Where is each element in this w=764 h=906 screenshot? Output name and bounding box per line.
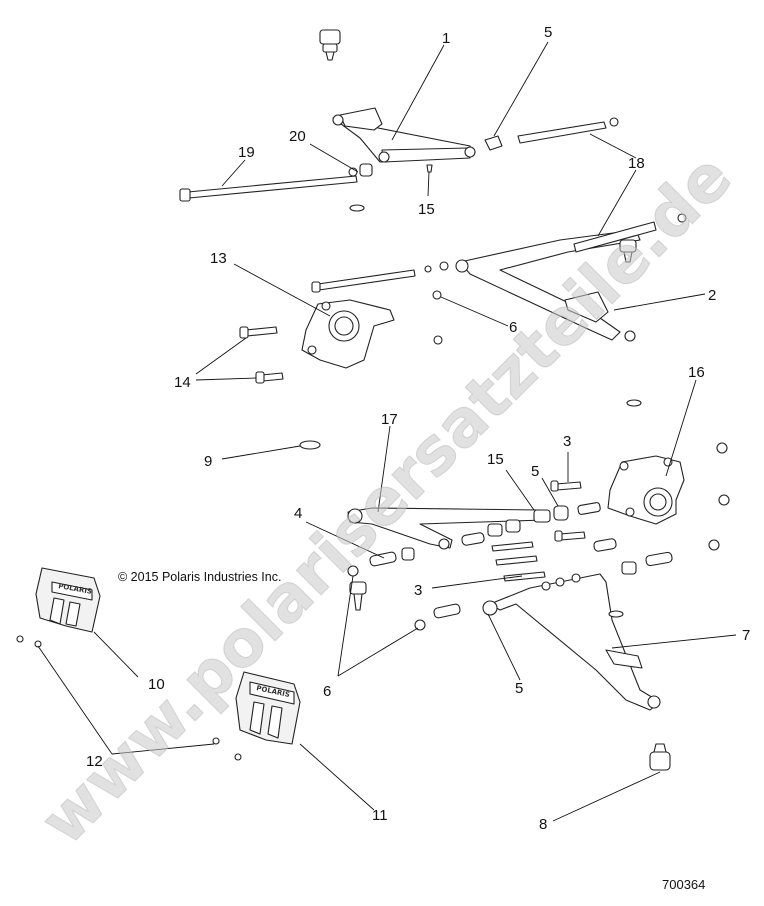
callout-3-upper: 3	[563, 433, 571, 450]
callout-19: 19	[238, 144, 255, 161]
callout-5-mid: 5	[531, 463, 539, 480]
nut-right-1	[716, 442, 728, 454]
callout-9: 9	[204, 453, 212, 470]
callout-10: 10	[148, 676, 165, 693]
callout-11: 11	[372, 807, 388, 824]
bushing-6-lower	[433, 603, 461, 619]
nut-right-3	[708, 539, 720, 551]
callout-18: 18	[628, 155, 645, 172]
ball-joint-top	[319, 29, 341, 61]
callout-15-mid: 15	[487, 451, 504, 468]
spacer-d	[533, 509, 551, 523]
callout-3-lower: 3	[414, 582, 422, 599]
steering-knuckle-16	[607, 455, 685, 525]
bolt-long-b	[495, 555, 538, 566]
a-arm-2	[455, 213, 687, 342]
callout-17: 17	[381, 411, 398, 428]
callout-7: 7	[742, 627, 750, 644]
pin-right-a	[593, 538, 617, 552]
callout-20: 20	[289, 128, 306, 145]
bushing-4b	[401, 547, 415, 561]
skid-plate-10	[35, 567, 101, 633]
nut-6-lower-left	[414, 619, 426, 631]
spacer-b	[487, 523, 503, 537]
bolt-long-c	[503, 571, 546, 582]
callout-6-lower: 6	[323, 683, 331, 700]
cotter-pin-top	[426, 164, 433, 173]
bolt-3-mid	[554, 530, 586, 542]
callout-5-top: 5	[544, 24, 552, 41]
nut-6-upper	[432, 290, 442, 300]
nut-6-lower	[433, 335, 443, 345]
callout-2: 2	[708, 287, 716, 304]
skid-plate-11	[235, 671, 301, 745]
callout-1: 1	[442, 30, 450, 47]
callout-16: 16	[688, 364, 705, 381]
ball-joint-left	[349, 581, 367, 611]
ring-16-top	[626, 399, 642, 407]
upper-a-arm-1	[332, 107, 476, 163]
bushing-right	[621, 561, 637, 575]
fastener-12-c	[212, 737, 220, 745]
ring-7	[608, 610, 624, 618]
spacer-a	[461, 532, 485, 546]
ring-9	[299, 440, 321, 450]
pin-5-mid	[577, 502, 601, 515]
fastener-12-d	[234, 753, 242, 761]
pin-right-b	[645, 551, 673, 567]
diagram-number: 700364	[662, 877, 705, 892]
bolt-long-a	[491, 541, 534, 552]
fastener-12-b	[34, 640, 42, 648]
callout-6-upper: 6	[509, 319, 517, 336]
callout-4: 4	[294, 505, 302, 522]
bolt-19	[179, 175, 358, 202]
callout-13: 13	[210, 250, 227, 267]
callout-15-top: 15	[418, 201, 435, 218]
bolt-14-upper	[239, 326, 278, 339]
bolt-14-lower	[255, 371, 284, 384]
steering-knuckle-13	[301, 299, 395, 369]
bolt-upper	[311, 261, 449, 293]
bushing-5-mid	[553, 505, 569, 521]
nut-20	[348, 163, 373, 177]
nut-right-2	[718, 494, 730, 506]
callout-14: 14	[174, 374, 191, 391]
bushing-4	[369, 551, 397, 567]
copyright-notice: © 2015 Polaris Industries Inc.	[118, 570, 281, 584]
bushing-top	[484, 135, 503, 151]
callout-12: 12	[86, 753, 103, 770]
callout-8: 8	[539, 816, 547, 833]
callout-5-lower: 5	[515, 680, 523, 697]
lower-a-arm-7	[482, 573, 661, 711]
ball-joint-8	[649, 743, 671, 771]
pivot-shaft-18-top	[517, 117, 619, 144]
fastener-12-a	[16, 635, 24, 643]
spacer-c	[505, 519, 521, 533]
retaining-ring-top	[349, 204, 365, 212]
bolt-3-upper	[550, 480, 582, 492]
a-arm-17	[347, 507, 545, 550]
